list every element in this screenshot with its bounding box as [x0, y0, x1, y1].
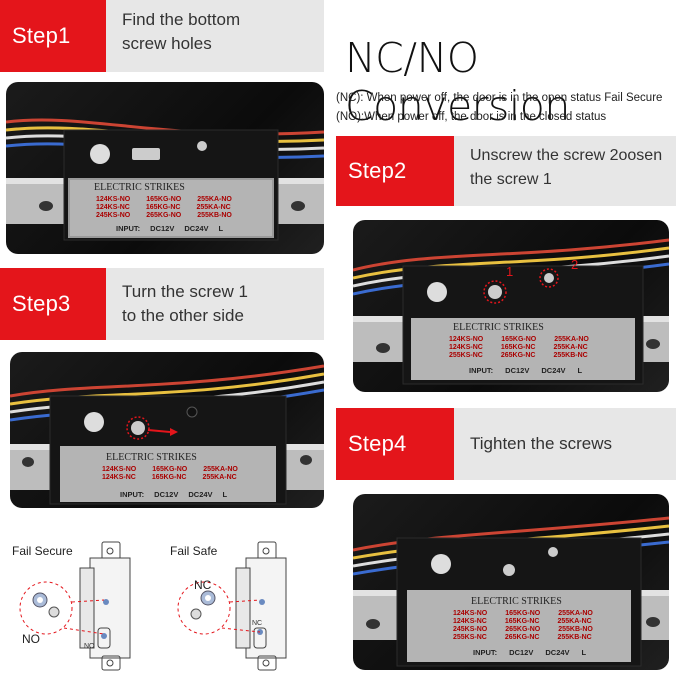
step2-tab: Step2 [336, 136, 454, 206]
step1-tab: Step1 [0, 0, 106, 72]
fail-secure-small-no: NO [84, 643, 95, 650]
step2-line1: Unscrew the screw 2oosen [470, 147, 663, 164]
step3-line1: Turn the screw 1 [122, 282, 248, 301]
step3-line2: to the other side [122, 306, 244, 325]
step4-label: Step4 [348, 431, 407, 456]
plate-heading: ELECTRIC STRIKES [453, 322, 544, 333]
fail-safe-small-nc: NC [252, 620, 263, 627]
step2-description: Unscrew the screw 2oosen the screw 1 [454, 136, 676, 206]
strike-illustration-1 [6, 118, 324, 241]
step3-label: Step3 [12, 291, 71, 316]
step4-line1: Tighten the screws [470, 434, 613, 453]
no-note: (NO):When power off, the door is in the … [336, 111, 607, 123]
fail-safe-diagram [177, 541, 287, 671]
strike-illustration-3 [10, 364, 324, 505]
strike-illustration-2 [353, 238, 669, 385]
fail-secure-diagram [19, 541, 131, 671]
plate-heading: ELECTRIC STRIKES [471, 596, 562, 607]
fail-safe-nc-label: NC [194, 578, 212, 592]
screw-marker-1: 1 [506, 264, 514, 279]
step1-line2: screw holes [122, 34, 212, 53]
step3-tab: Step3 [0, 268, 106, 340]
step4-tab: Step4 [336, 408, 454, 480]
step1-label: Step1 [12, 23, 71, 48]
fail-secure-label: Fail Secure [12, 544, 73, 558]
step1-description: Find the bottom screw holes [106, 0, 324, 72]
screw-marker-2: 2 [571, 257, 579, 272]
step4-description: Tighten the screws [454, 408, 676, 480]
page-title: NC/NO Conversion [345, 34, 570, 130]
step1-line1: Find the bottom [122, 10, 241, 29]
nc-note: (NC): When power off, the door is in the… [336, 92, 663, 104]
fail-secure-no-label: NO [22, 632, 40, 646]
step2-label: Step2 [348, 158, 407, 183]
plate-heading: ELECTRIC STRIKES [106, 452, 197, 463]
plate-heading: ELECTRIC STRIKES [94, 182, 185, 193]
strike-illustration-4 [353, 516, 669, 667]
step2-line2: the screw 1 [470, 171, 552, 188]
step3-description: Turn the screw 1 to the other side [106, 268, 324, 340]
fail-safe-label: Fail Safe [170, 544, 218, 558]
